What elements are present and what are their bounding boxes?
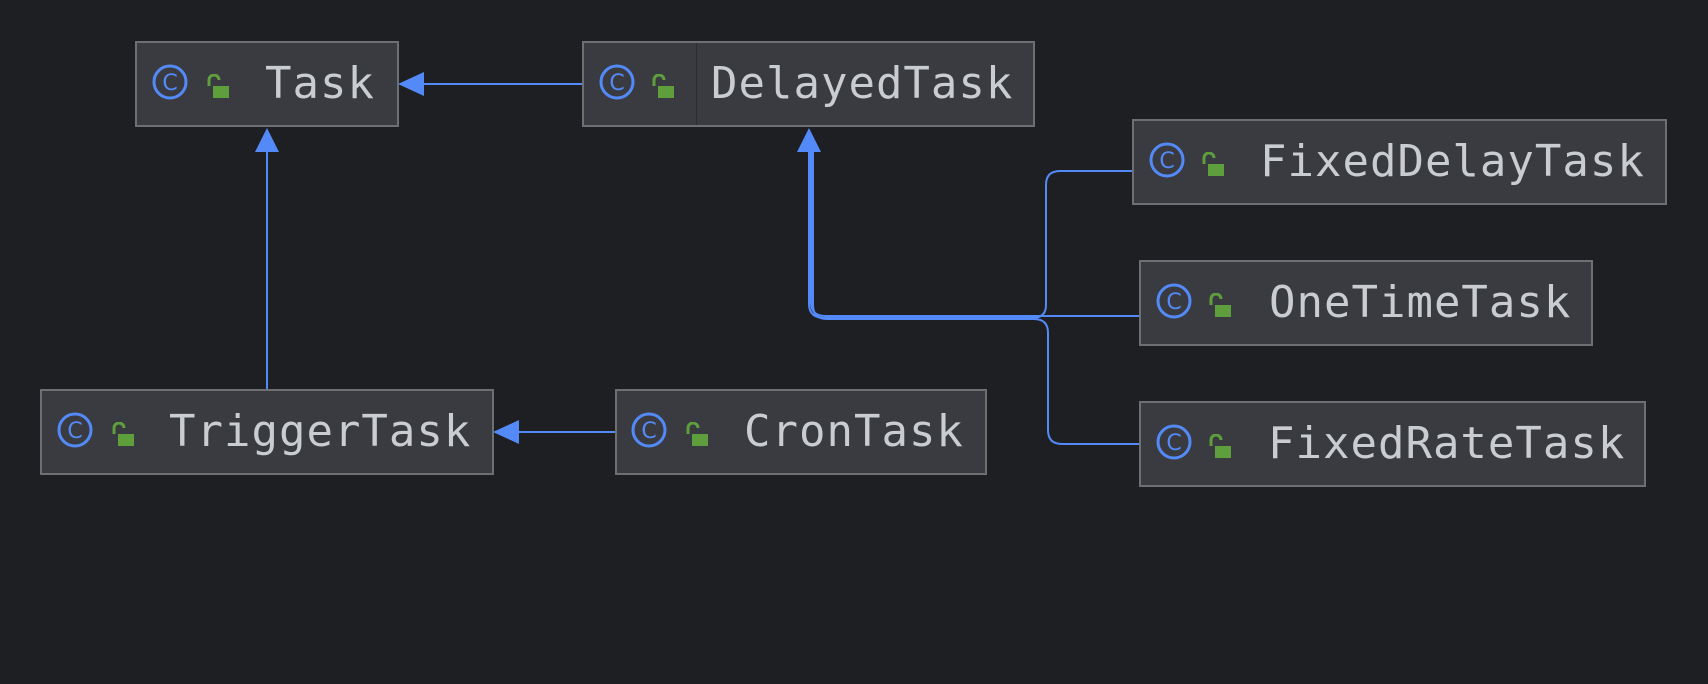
- class-c-icon: C: [57, 412, 93, 448]
- class-node-fixed-delay-task[interactable]: C FixedDelayTask: [1132, 119, 1667, 205]
- public-lock-icon: [112, 422, 134, 446]
- class-name: TriggerTask: [169, 406, 472, 457]
- class-node-cron-task[interactable]: C CronTask: [615, 389, 987, 475]
- svg-text:C: C: [641, 419, 656, 444]
- arrowhead-delayed-task-bottom: [797, 128, 821, 152]
- class-node-task[interactable]: C Task: [135, 41, 399, 127]
- svg-text:C: C: [1166, 290, 1181, 315]
- public-lock-icon: [652, 74, 674, 98]
- arrowhead-task-right: [398, 72, 424, 96]
- svg-text:C: C: [609, 71, 624, 96]
- edge-fixed-rate-task-to-delayed-task: [812, 150, 1140, 445]
- class-c-icon: C: [1156, 424, 1192, 460]
- public-lock-icon: [1202, 152, 1224, 176]
- public-lock-icon: [686, 422, 708, 446]
- class-name: Task: [265, 58, 375, 109]
- class-node-one-time-task[interactable]: C OneTimeTask: [1139, 260, 1593, 346]
- svg-text:C: C: [1159, 149, 1174, 174]
- class-node-delayed-task[interactable]: C DelayedTask: [582, 41, 1035, 127]
- svg-text:C: C: [162, 71, 177, 96]
- class-c-icon: C: [152, 64, 188, 100]
- class-name: DelayedTask: [711, 58, 1014, 109]
- public-lock-icon: [1209, 434, 1231, 458]
- edge-fixed-delay-task-to-delayed-task: [808, 150, 1132, 319]
- svg-text:C: C: [67, 419, 82, 444]
- class-c-icon: C: [631, 412, 667, 448]
- class-c-icon: C: [599, 64, 635, 100]
- class-c-icon: C: [1149, 142, 1185, 178]
- class-node-trigger-task[interactable]: C TriggerTask: [40, 389, 494, 475]
- class-node-fixed-rate-task[interactable]: C FixedRateTask: [1139, 401, 1646, 487]
- class-name: OneTimeTask: [1269, 277, 1572, 328]
- svg-text:C: C: [1166, 431, 1181, 456]
- class-c-icon: C: [1156, 283, 1192, 319]
- class-name: CronTask: [744, 406, 964, 457]
- arrowhead-trigger-task-right: [493, 420, 519, 444]
- class-name: FixedDelayTask: [1260, 136, 1645, 187]
- edge-one-time-task-to-delayed-task: [810, 150, 1140, 317]
- public-lock-icon: [207, 74, 229, 98]
- public-lock-icon: [1209, 293, 1231, 317]
- class-name: FixedRateTask: [1268, 418, 1626, 469]
- arrowhead-task-bottom: [255, 128, 279, 152]
- node-divider: [696, 43, 697, 125]
